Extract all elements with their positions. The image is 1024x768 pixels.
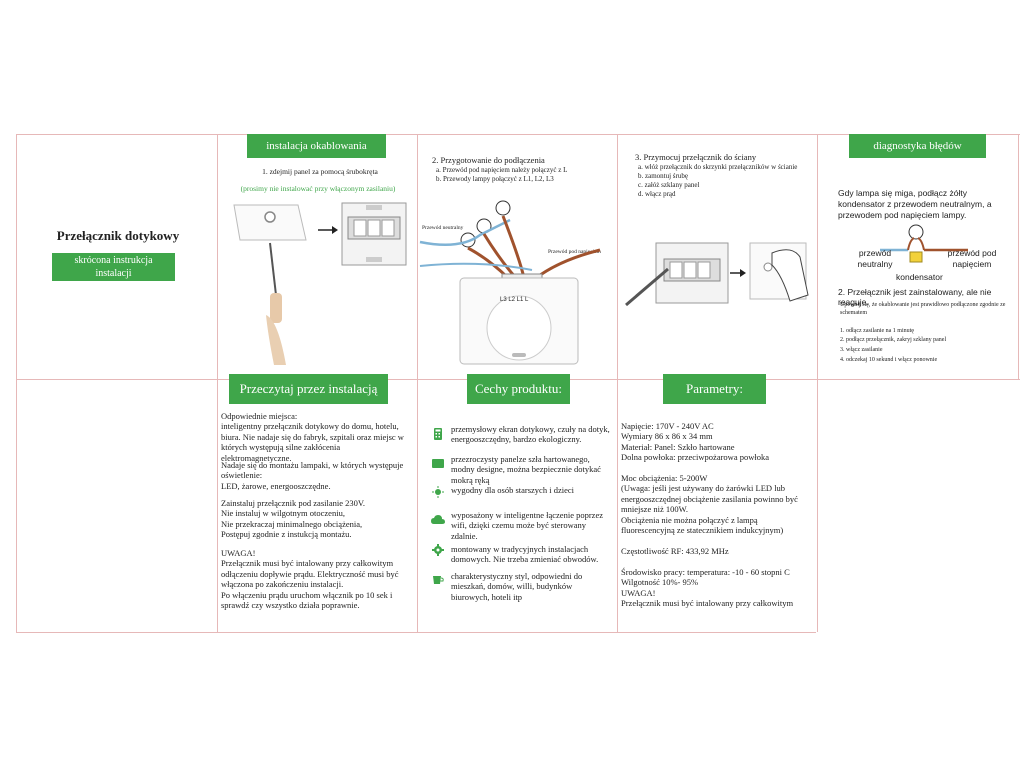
cover-subtitle: skrócona instrukcja instalacji <box>52 253 175 281</box>
divider-4 <box>617 134 618 632</box>
diag-header: diagnostyka błędów <box>849 134 986 158</box>
step3-title: 3. Przymocuj przełącznik do ściany <box>635 152 757 162</box>
capacitor-diagram <box>880 224 968 263</box>
diag-step-2: 2. podłącz przełącznik, zakryj szklany p… <box>840 337 947 343</box>
params-header: Parametry: <box>663 374 766 404</box>
diag-point2: 2. Przełącznik jest zainstalowany, ale n… <box>838 287 992 307</box>
diag-step-1: 1. odłącz zasilanie na 1 minutę <box>840 328 914 334</box>
diag-intro: Gdy lampa się miga, podłącz żółty konden… <box>838 188 992 220</box>
step2-wiring-diagram <box>419 200 601 365</box>
feature-text: wygodny dla osób starszych i dzieci <box>451 485 574 495</box>
read-header: Przeczytaj przez instalacją <box>229 374 388 404</box>
diag-label-live: przewód pod napięciem <box>947 248 997 269</box>
cloud-icon <box>431 514 445 526</box>
diag-step-4: 4. odczekaj 10 sekund i włącz ponownie <box>840 357 938 363</box>
step1-illustration <box>233 202 407 365</box>
step2-line-a: a. Przewód pod napięciem należy połączyć… <box>436 166 568 174</box>
params-text: Napięcie: 170V - 240V AC Wymiary 86 x 86… <box>621 421 798 608</box>
step3-illustration <box>625 242 809 307</box>
top-divider <box>16 134 1020 135</box>
step2-label-neutral: Przewód neutralny <box>422 225 464 231</box>
divider-3 <box>417 134 418 632</box>
sun-icon <box>432 486 444 498</box>
panel-icon <box>432 458 444 470</box>
cup-icon <box>432 573 444 585</box>
feature-text: wyposażony w inteligentne łączenie poprz… <box>451 510 603 541</box>
step3-line-c: c. załóż szklany panel <box>638 181 700 189</box>
divider-5 <box>817 134 818 632</box>
step2-line-b: b. Przewody lampy połączyć z L1, L2, L3 <box>436 175 554 183</box>
step1-header: instalacja okablowania <box>247 134 386 158</box>
divider-2 <box>217 134 218 632</box>
divider-6 <box>1018 134 1019 379</box>
read-paragraph-3: Zainstaluj przełącznik pod zasilanie 230… <box>221 498 366 540</box>
step2-title: 2. Przygotowanie do podłączenia <box>432 155 545 165</box>
feature-text: charakterystyczny styl, odpowiedni do mi… <box>451 571 583 602</box>
diag-label-cap: kondensator <box>896 272 943 282</box>
gear-icon <box>432 544 444 556</box>
step3-line-d: d. włącz prąd <box>638 190 676 198</box>
step2-label-live: Przewód pod napięciem <box>548 249 601 255</box>
step1-warning: (prosimy nie instalować przy włączonym z… <box>240 184 396 193</box>
read-paragraph-1: Odpowiednie miejsca: inteligentny przełą… <box>221 411 404 463</box>
feature-text: montowany w tradycyjnych instalacjach do… <box>451 544 599 565</box>
read-paragraph-2: Nadaje się do montażu lampaki, w których… <box>221 460 404 491</box>
step1-text: 1. zdejmij panel za pomocą śrubokręta <box>262 167 378 176</box>
features-header: Cechy produktu: <box>467 374 570 404</box>
feature-text: przemysłowy ekran dotykowy, czuły na dot… <box>451 424 610 445</box>
diag-point2-sub: Upewnij się, że okablowanie jest prawidł… <box>840 302 1006 316</box>
divider-1 <box>16 134 17 632</box>
diag-step-3: 3. włącz zasilanie <box>840 347 883 353</box>
step3-line-b: b. zamontuj śrubę <box>638 172 688 180</box>
feature-text: przezroczysty panelze szła hartowanego, … <box>451 454 601 485</box>
step3-line-a: a. włóż przełącznik do skrzynki przełącz… <box>638 163 798 171</box>
bottom-divider <box>16 632 816 633</box>
read-paragraph-4: UWAGA! Przełącznik musi być intalowany p… <box>221 548 399 611</box>
cover-title: Przełącznik dotykowy <box>56 228 180 243</box>
step2-terminals: L3 L2 L1 L <box>500 297 529 303</box>
diag-label-neutral: przewód neutralny <box>857 248 893 269</box>
calculator-icon <box>432 428 444 440</box>
